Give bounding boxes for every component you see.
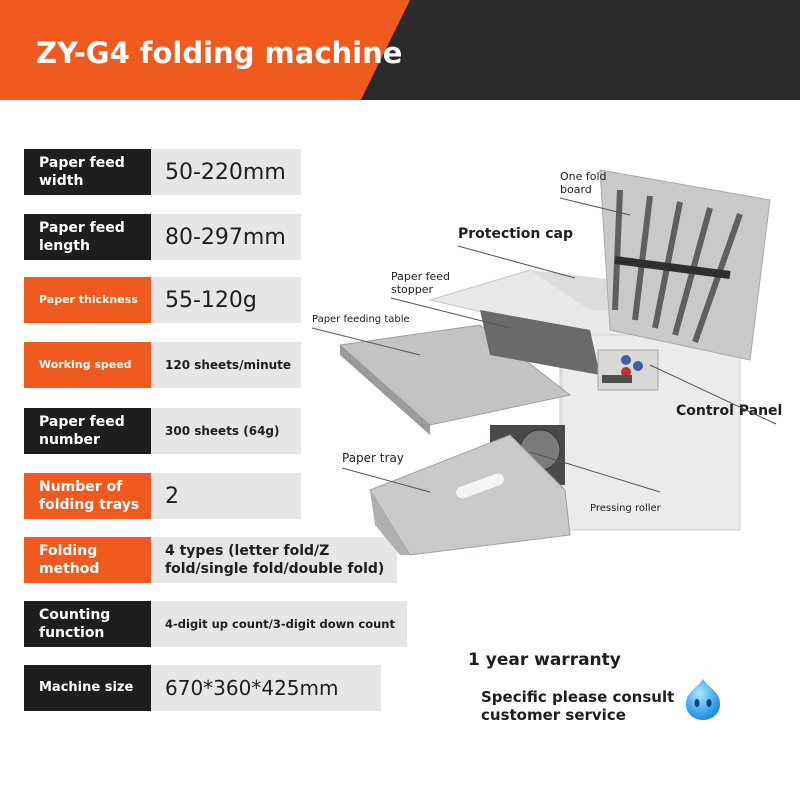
spec-value: 55-120g <box>151 277 301 323</box>
spec-label: Paper feed length <box>24 214 151 260</box>
spec-value: 300 sheets (64g) <box>151 408 301 454</box>
spec-row-counting-function: Counting function 4-digit up count/3-dig… <box>24 601 424 647</box>
spec-row-paper-thickness: Paper thickness 55-120g <box>24 277 404 323</box>
spec-row-machine-size: Machine size 670*360*425mm <box>24 665 424 711</box>
spec-row-folding-trays: Number of folding trays 2 <box>24 473 404 519</box>
spec-value: 120 sheets/minute <box>151 342 301 388</box>
spec-value: 80-297mm <box>151 214 301 260</box>
spec-row-paper-feed-number: Paper feed number 300 sheets (64g) <box>24 408 404 454</box>
callout-paper-tray: Paper tray <box>342 451 404 465</box>
callout-paper-feeding-table: Paper feeding table <box>312 314 410 325</box>
spec-label: Folding method <box>24 537 151 583</box>
spec-value: 50-220mm <box>151 149 301 195</box>
spec-label: Counting function <box>24 601 151 647</box>
callout-one-fold-board: One fold board <box>560 170 607 196</box>
warranty-text: 1 year warranty <box>468 650 621 670</box>
callout-protection-cap: Protection cap <box>458 226 573 242</box>
spec-label: Working speed <box>24 342 151 388</box>
spec-value: 670*360*425mm <box>151 665 381 711</box>
spec-row-folding-method: Folding method 4 types (letter fold/Z fo… <box>24 537 424 583</box>
header-banner: ZY-G4 folding machine <box>0 0 800 100</box>
spec-label: Machine size <box>24 665 151 711</box>
spec-label: Number of folding trays <box>24 473 151 519</box>
customer-service-mascot-icon <box>686 679 720 720</box>
folding-machine-illustration <box>338 169 771 556</box>
spec-row-working-speed: Working speed 120 sheets/minute <box>24 342 404 388</box>
callout-pressing-roller: Pressing roller <box>590 503 661 514</box>
spec-value: 4-digit up count/3-digit down count <box>151 601 407 647</box>
callout-control-panel: Control Panel <box>676 403 783 419</box>
spec-row-paper-feed-width: Paper feed width 50-220mm <box>24 149 404 195</box>
spec-label: Paper thickness <box>24 277 151 323</box>
page-title: ZY-G4 folding machine <box>36 36 403 70</box>
header-accent <box>0 0 410 100</box>
spec-label: Paper feed number <box>24 408 151 454</box>
spec-value: 4 types (letter fold/Z fold/single fold/… <box>151 537 397 583</box>
consult-text: Specific please consult customer service <box>481 688 675 724</box>
spec-value: 2 <box>151 473 301 519</box>
spec-label: Paper feed width <box>24 149 151 195</box>
spec-row-paper-feed-length: Paper feed length 80-297mm <box>24 214 404 260</box>
callout-paper-feed-stopper: Paper feed stopper <box>391 270 451 296</box>
